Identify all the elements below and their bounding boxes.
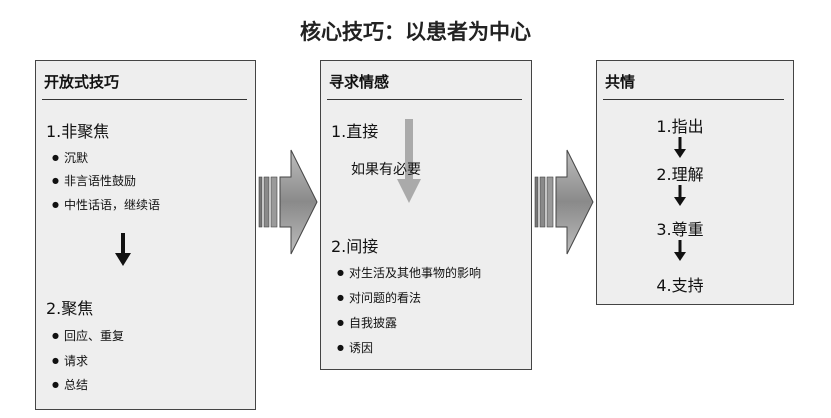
direct-label: 1.直接	[331, 122, 379, 141]
empathy-step: 4.支持	[656, 276, 704, 295]
diagram-title: 核心技巧：以患者为中心	[300, 20, 531, 44]
bullet-item: 自我披露	[337, 314, 397, 331]
bullet-item: 非言语性鼓励	[52, 172, 136, 189]
empathy-step: 1.指出	[656, 117, 704, 136]
heading-divider	[603, 99, 784, 100]
down-arrow-icon	[674, 185, 686, 206]
seek-emotion-heading: 寻求情感	[329, 73, 390, 91]
open-techniques-heading: 开放式技巧	[44, 73, 120, 91]
down-arrow-icon	[674, 240, 686, 261]
empathy-step: 3.尊重	[656, 220, 704, 239]
indirect-label: 2.间接	[331, 237, 379, 256]
down-arrow-icon	[397, 119, 421, 203]
bullet-item: 诱因	[337, 339, 373, 356]
bullet-item: 总结	[52, 376, 88, 393]
down-arrow-icon	[115, 233, 131, 266]
empathy-box: 共情 1.指出 2.理解 3.尊重 4.支持	[596, 60, 794, 305]
bullet-item: 对生活及其他事物的影响	[337, 264, 481, 281]
non-focused-label: 1.非聚焦	[46, 122, 110, 141]
if-necessary-note: 如果有必要	[351, 162, 421, 178]
focused-label: 2.聚焦	[46, 299, 94, 318]
block-arrow-icon	[258, 149, 318, 255]
heading-divider	[42, 99, 247, 100]
empathy-heading: 共情	[605, 73, 636, 91]
bullet-item: 请求	[52, 352, 88, 369]
empathy-step: 2.理解	[656, 165, 704, 184]
block-arrow-icon	[534, 149, 594, 255]
bullet-item: 回应、重复	[52, 327, 124, 344]
down-arrow-icon	[674, 137, 686, 158]
bullet-item: 对问题的看法	[337, 289, 421, 306]
bullet-item: 中性话语，继续语	[52, 196, 160, 213]
heading-divider	[327, 99, 522, 100]
seek-emotion-box: 寻求情感 1.直接 如果有必要 2.间接 对生活及其他事物的影响 对问题的看法 …	[320, 60, 532, 370]
bullet-item: 沉默	[52, 149, 88, 166]
open-techniques-box: 开放式技巧 1.非聚焦 沉默 非言语性鼓励 中性话语，继续语 2.聚焦 回应、重…	[35, 60, 256, 410]
